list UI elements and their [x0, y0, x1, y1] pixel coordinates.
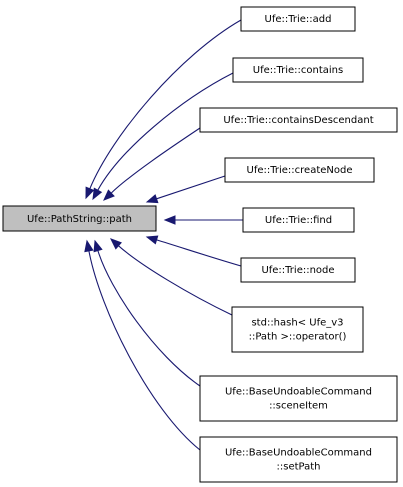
caller-node-5[interactable]: Ufe::Trie::find — [242, 207, 355, 233]
caller-node-8[interactable]: Ufe::BaseUndoableCommand::sceneItem — [199, 375, 398, 422]
caller-node-box — [199, 375, 398, 422]
caller-node-9[interactable]: Ufe::BaseUndoableCommand::setPath — [199, 436, 398, 483]
caller-node-box — [232, 57, 364, 83]
caller-node-label: ::sceneItem — [269, 401, 328, 412]
caller-edges — [84, 19, 243, 451]
caller-node-box — [242, 207, 355, 233]
arrowhead-icon — [92, 187, 103, 201]
caller-edge-1 — [89, 19, 242, 190]
arrowhead-icon — [85, 186, 95, 200]
caller-node-label: Ufe::Trie::add — [265, 14, 332, 25]
caller-edge-2 — [97, 72, 234, 191]
caller-edge-6 — [156, 239, 242, 267]
caller-nodes: Ufe::PathString::path Ufe::Trie::addUfe:… — [2, 6, 398, 483]
caller-node-3[interactable]: Ufe::Trie::containsDescendant — [199, 107, 398, 133]
arrowhead-icon — [93, 239, 103, 253]
caller-node-label: Ufe::Trie::containsDescendant — [223, 115, 373, 126]
caller-edge-7 — [118, 245, 233, 316]
caller-node-box — [224, 157, 375, 183]
caller-node-label: Ufe::Trie::node — [261, 265, 334, 276]
caller-node-box — [240, 6, 356, 32]
caller-node-label: ::setPath — [277, 462, 321, 473]
caller-edge-3 — [110, 127, 201, 194]
root-node-label: Ufe::PathString::path — [27, 214, 132, 225]
caller-node-label: std::hash< Ufe_v3 — [251, 318, 343, 329]
caller-node-box — [199, 436, 398, 483]
arrowhead-icon — [84, 239, 94, 253]
caller-node-box — [240, 257, 356, 283]
caller-node-label: Ufe::Trie::createNode — [247, 165, 353, 176]
caller-node-box — [231, 306, 364, 353]
caller-edge-9 — [88, 250, 201, 451]
caller-node-7[interactable]: std::hash< Ufe_v3::Path >::operator() — [231, 306, 364, 353]
arrowhead-icon — [145, 194, 159, 204]
caller-node-2[interactable]: Ufe::Trie::contains — [232, 57, 364, 83]
caller-node-4[interactable]: Ufe::Trie::createNode — [224, 157, 375, 183]
caller-node-label: Ufe::BaseUndoableCommand — [225, 448, 372, 459]
caller-node-label: ::Path >::operator() — [249, 332, 347, 343]
caller-node-label: Ufe::Trie::find — [265, 215, 332, 226]
arrowhead-icon — [109, 238, 122, 250]
arrowhead-icon — [163, 215, 176, 225]
root-node-box — [2, 205, 157, 232]
caller-node-box — [199, 107, 398, 133]
arrowhead-icon — [145, 235, 159, 245]
caller-node-label: Ufe::Trie::contains — [253, 65, 343, 76]
caller-edge-4 — [156, 175, 226, 200]
caller-node-label: Ufe::BaseUndoableCommand — [225, 387, 372, 398]
arrowhead-icon — [103, 189, 115, 201]
caller-node-1[interactable]: Ufe::Trie::add — [240, 6, 356, 32]
caller-edge-8 — [97, 250, 201, 387]
root-node-path[interactable]: Ufe::PathString::path — [2, 205, 157, 232]
caller-node-6[interactable]: Ufe::Trie::node — [240, 257, 356, 283]
